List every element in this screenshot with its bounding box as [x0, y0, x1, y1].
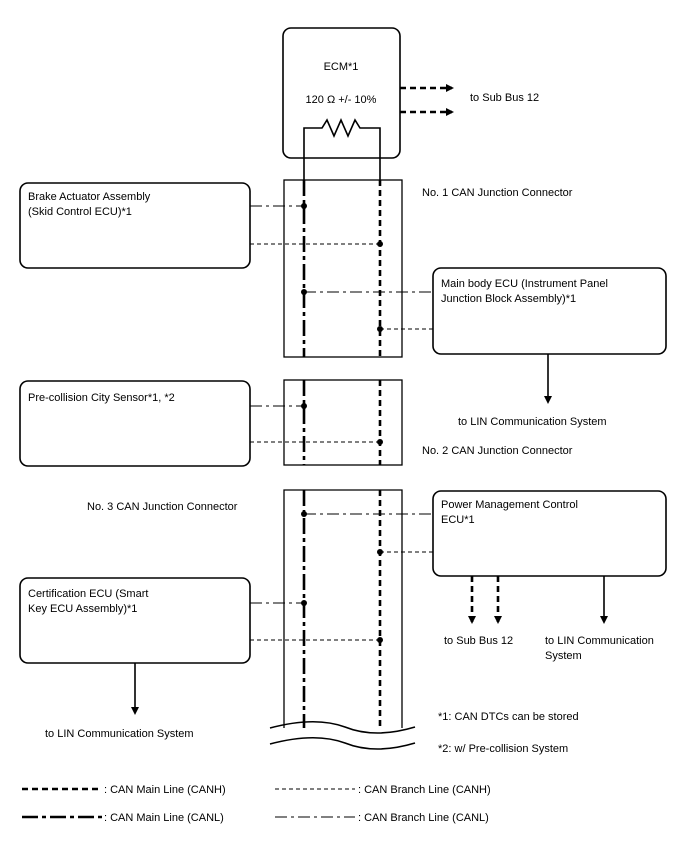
precollision-sensor-label: Pre-collision City Sensor*1, *2 — [28, 392, 175, 404]
power-management-lin-label-2: System — [545, 650, 582, 662]
main-body-ecu-box — [432, 267, 667, 355]
brake-actuator-box — [19, 182, 251, 269]
note-can-dtcs: *1: CAN DTCs can be stored — [438, 711, 579, 723]
ecm-resistor-icon — [303, 118, 381, 182]
brake-actuator-label-1: Brake Actuator Assembly — [28, 191, 151, 203]
legend-canl-branch-label: : CAN Branch Line (CANL) — [358, 812, 489, 824]
main-body-lin-label: to LIN Communication System — [458, 416, 607, 428]
power-management-canl-joint — [301, 511, 307, 517]
power-management-ecu-label-1: Power Management Control — [441, 499, 578, 511]
junction-connector-1-label: No. 1 CAN Junction Connector — [422, 187, 573, 199]
ecm-sub-bus-label: to Sub Bus 12 — [470, 92, 539, 104]
junction-connector-2-label: No. 2 CAN Junction Connector — [422, 445, 573, 457]
junction-connector-2 — [283, 379, 403, 466]
certification-lin-label: to LIN Communication System — [45, 728, 194, 740]
legend-canh-branch-label: : CAN Branch Line (CANH) — [358, 784, 491, 796]
certification-canl-joint — [301, 600, 307, 606]
note-precollision-system: *2: w/ Pre-collision System — [438, 743, 568, 755]
break-mark-lower — [269, 736, 416, 750]
ecm-resistor-label: 120 Ω +/- 10% — [306, 94, 377, 106]
junction-connector-3 — [283, 489, 403, 728]
legend-canl-main-label: : CAN Main Line (CANL) — [104, 812, 224, 824]
junction-connector-3-label: No. 3 CAN Junction Connector — [87, 501, 238, 513]
brake-canh-joint — [377, 241, 383, 247]
precollision-sensor-box — [19, 380, 251, 467]
main-body-ecu-label-1: Main body ECU (Instrument Panel — [441, 278, 608, 290]
main-body-canh-joint — [377, 326, 383, 332]
precollision-canl-joint — [301, 403, 307, 409]
power-management-ecu-label-2: ECU*1 — [441, 514, 475, 526]
power-management-sub-bus-label: to Sub Bus 12 — [444, 635, 513, 647]
main-body-canl-joint — [301, 289, 307, 295]
legend-canh-main-label: : CAN Main Line (CANH) — [104, 784, 226, 796]
brake-canl-joint — [301, 203, 307, 209]
precollision-canh-joint — [377, 439, 383, 445]
break-mark-upper — [269, 720, 416, 734]
power-management-ecu-box — [432, 490, 667, 577]
power-management-lin-label-1: to LIN Communication — [545, 635, 654, 647]
certification-canh-joint — [377, 637, 383, 643]
ecm-title: ECM*1 — [324, 61, 359, 73]
ecm-box — [282, 27, 401, 159]
power-management-canh-joint — [377, 549, 383, 555]
certification-ecu-label-2: Key ECU Assembly)*1 — [28, 603, 137, 615]
brake-actuator-label-2: (Skid Control ECU)*1 — [28, 206, 132, 218]
main-body-ecu-label-2: Junction Block Assembly)*1 — [441, 293, 576, 305]
certification-ecu-label-1: Certification ECU (Smart — [28, 588, 148, 600]
